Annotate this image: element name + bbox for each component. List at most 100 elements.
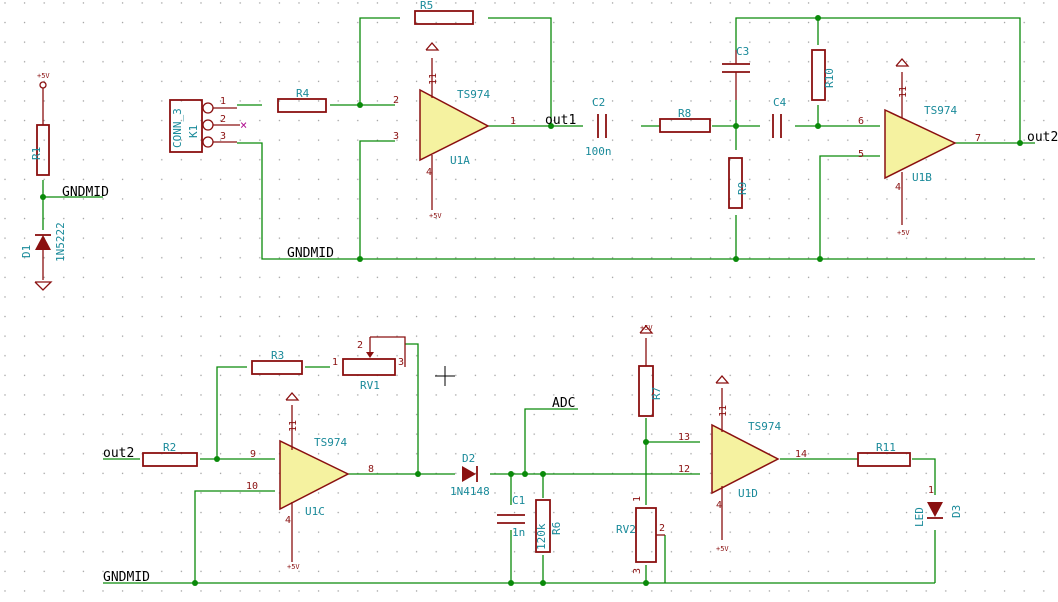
opamp-u1c[interactable] [279, 439, 350, 511]
label-d3-type: LED [913, 507, 926, 527]
led-d3[interactable] [927, 502, 943, 517]
pin-u1c-4: 4 [285, 515, 291, 526]
label-d1: D1 [20, 245, 33, 258]
label-d3: D3 [950, 505, 963, 518]
power-flag-u1c [285, 392, 300, 401]
label-r2: R2 [163, 441, 176, 454]
label-5v-r1: +5V [37, 72, 50, 80]
label-c1-value: 1n [512, 526, 525, 539]
label-5v-u1b: +5V [897, 229, 910, 237]
opamp-u1a[interactable] [419, 88, 490, 162]
pin-k1-1: 1 [220, 96, 226, 107]
label-r3: R3 [271, 349, 284, 362]
label-rv2: RV2 [616, 523, 636, 536]
net-label-adc: ADC [552, 396, 575, 411]
pin-u1a-4: 4 [426, 167, 432, 178]
power-flag-r7 [639, 325, 654, 334]
opamp-u1b[interactable] [884, 108, 957, 180]
power-flag-u1b [895, 58, 910, 67]
junction-dots [40, 15, 1023, 586]
label-c1: C1 [512, 494, 525, 507]
label-5v-u1c: +5V [287, 563, 300, 571]
pin-u1d-13: 13 [678, 432, 690, 443]
pin-u1c-8: 8 [368, 464, 374, 475]
pin-u1c-11: 11 [288, 420, 299, 432]
label-u1c-part: TS974 [314, 436, 347, 449]
pin-u1d-4: 4 [716, 500, 722, 511]
net-label-gndmid-upper: GNDMID [287, 246, 334, 261]
label-r1: R1 [30, 147, 43, 160]
label-d2-value: 1N4148 [450, 485, 490, 498]
no-connect-mark: × [240, 118, 247, 132]
pin-u1b-5: 5 [858, 149, 864, 160]
resistor-r6[interactable] [535, 499, 551, 553]
zener-diode-d1[interactable] [35, 235, 51, 250]
resistor-r4[interactable] [277, 98, 327, 113]
label-c2: C2 [592, 96, 605, 109]
label-5v-u1a: +5V [429, 212, 442, 220]
resistor-r10[interactable] [811, 49, 826, 101]
pin-u1d-12: 12 [678, 464, 690, 475]
label-d2: D2 [462, 452, 475, 465]
resistor-r5[interactable] [414, 10, 474, 25]
pin-u1b-11: 11 [898, 86, 909, 98]
label-u1a-part: TS974 [457, 88, 490, 101]
resistor-r2[interactable] [142, 452, 198, 467]
label-c4: C4 [773, 96, 787, 109]
pin-u1b-4: 4 [895, 182, 901, 193]
potentiometer-rv1[interactable] [342, 358, 396, 376]
label-c3: C3 [736, 45, 749, 58]
pin-k1-3: 3 [220, 131, 226, 142]
pin-d3-1: 1 [928, 485, 934, 496]
pin-u1a-1: 1 [510, 116, 516, 127]
label-u1d-part: TS974 [748, 420, 781, 433]
pin-u1b-7: 7 [975, 133, 981, 144]
connector-body-k1[interactable] [169, 99, 203, 153]
label-d1-value: 1N5222 [54, 222, 67, 262]
label-r5: R5 [420, 0, 433, 12]
label-5v-r7: +5V [640, 324, 653, 332]
resistor-r8[interactable] [659, 118, 711, 133]
resistor-r11[interactable] [857, 452, 911, 467]
pin-numbers: 1 2 3 2 3 1 11 4 6 5 7 11 4 9 10 8 11 4 … [220, 73, 981, 574]
label-conn3: CONN_3 [171, 108, 184, 148]
opamp-u1d[interactable] [711, 423, 780, 495]
pin-rv1-3: 3 [398, 357, 404, 368]
label-u1b-part: TS974 [924, 104, 957, 117]
pin-u1d-14: 14 [795, 449, 807, 460]
label-r4: R4 [296, 87, 310, 100]
pin-u1b-6: 6 [858, 116, 864, 127]
label-5v-u1d: +5V [716, 545, 729, 553]
pin-u1c-9: 9 [250, 449, 256, 460]
net-labels: GNDMID GNDMID GNDMID out1 out2 out2 ADC [62, 113, 1058, 585]
net-label-out2-top: out2 [1027, 130, 1058, 145]
component-labels: R1 D1 1N5222 +5V CONN_3 K1 R4 R5 TS974 U… [20, 0, 963, 571]
pin-rv1-2: 2 [357, 340, 363, 351]
label-r10: R10 [823, 68, 836, 88]
pin-u1a-3: 3 [393, 131, 399, 142]
diode-d2[interactable] [462, 466, 476, 482]
label-rv1: RV1 [360, 379, 380, 392]
crosshair-cursor [435, 366, 455, 386]
label-c2-value: 100n [585, 145, 612, 158]
label-r8: R8 [678, 107, 691, 120]
label-u1c: U1C [305, 505, 325, 518]
resistor-r9[interactable] [728, 157, 743, 209]
pin-rv2-3: 3 [632, 568, 643, 574]
label-u1d: U1D [738, 487, 758, 500]
pin-rv1-1: 1 [332, 357, 338, 368]
label-u1b: U1B [912, 171, 932, 184]
resistor-r3[interactable] [251, 360, 303, 375]
net-label-out1: out1 [545, 113, 576, 128]
label-r6-value: 120k [535, 523, 548, 550]
net-label-out2-input: out2 [103, 446, 134, 461]
power-flag-5v-r1 [39, 81, 47, 89]
label-r11: R11 [876, 441, 896, 454]
label-r7: R7 [650, 387, 663, 400]
pin-u1c-10: 10 [246, 481, 258, 492]
pin-u1a-2: 2 [393, 95, 399, 106]
power-flag-u1a [425, 42, 440, 51]
label-u1a: U1A [450, 154, 470, 167]
